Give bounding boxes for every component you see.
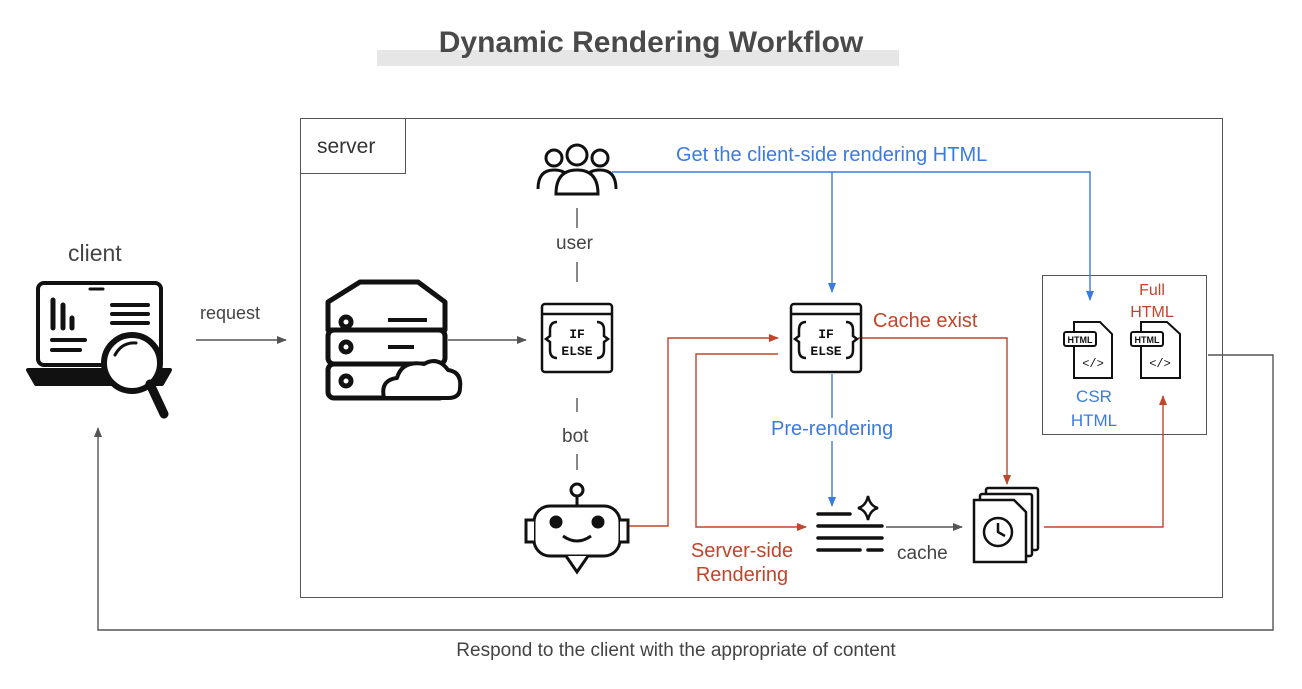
server-container [300, 118, 1223, 598]
laptop-analytics-icon [26, 281, 172, 419]
html-file-tag: HTML [1068, 335, 1093, 345]
bot-to-router-arrow [624, 334, 779, 527]
full-html-arrow [1044, 395, 1167, 528]
router2-else-text: ELSE [810, 344, 841, 359]
html-file-icon-2 [1130, 321, 1181, 379]
html-file-code-2: </> [1149, 357, 1171, 371]
cache-exist-label: Cache exist [873, 310, 978, 332]
html-file-icon [1063, 321, 1113, 379]
get-csr-label: Get the client-side rendering HTML [676, 144, 988, 166]
respond-arrow [94, 354, 1274, 631]
respond-label: Respond to the client with the appropria… [456, 640, 896, 661]
server-tab [300, 118, 406, 174]
csr-get-arrow [612, 171, 1094, 301]
bot-label: bot [562, 426, 589, 448]
full-html-label: Full HTML [1130, 282, 1174, 321]
pre-rendering-label: Pre-rendering [771, 418, 894, 441]
users-icon [536, 143, 618, 196]
request-label: request [200, 303, 261, 323]
html-file-code: </> [1082, 357, 1104, 371]
render-sparkle-icon [816, 495, 884, 552]
csr-html-label: CSR HTML [1070, 387, 1118, 430]
router-if-text: IF [569, 327, 585, 342]
if-else-router-icon-2 [789, 302, 863, 374]
user-label: user [556, 233, 593, 255]
results-container [1042, 275, 1207, 435]
router-else-text: ELSE [561, 344, 592, 359]
cache-exist-arrow [858, 337, 1011, 485]
cache-label: cache [897, 543, 948, 564]
ssr-label: Server-side Rendering [690, 540, 794, 586]
ssr-arrow [695, 353, 807, 531]
server-cloud-icon [325, 279, 463, 401]
client-label: client [68, 240, 122, 266]
robot-icon [524, 482, 630, 575]
title-highlight [377, 50, 899, 66]
diagram-title: Dynamic Rendering Workflow [438, 26, 864, 59]
server-label: server [317, 135, 376, 158]
router2-if-text: IF [818, 327, 834, 342]
if-else-router-icon [540, 302, 614, 374]
cached-pages-icon [972, 486, 1040, 564]
html-file-tag-2: HTML [1135, 335, 1160, 345]
